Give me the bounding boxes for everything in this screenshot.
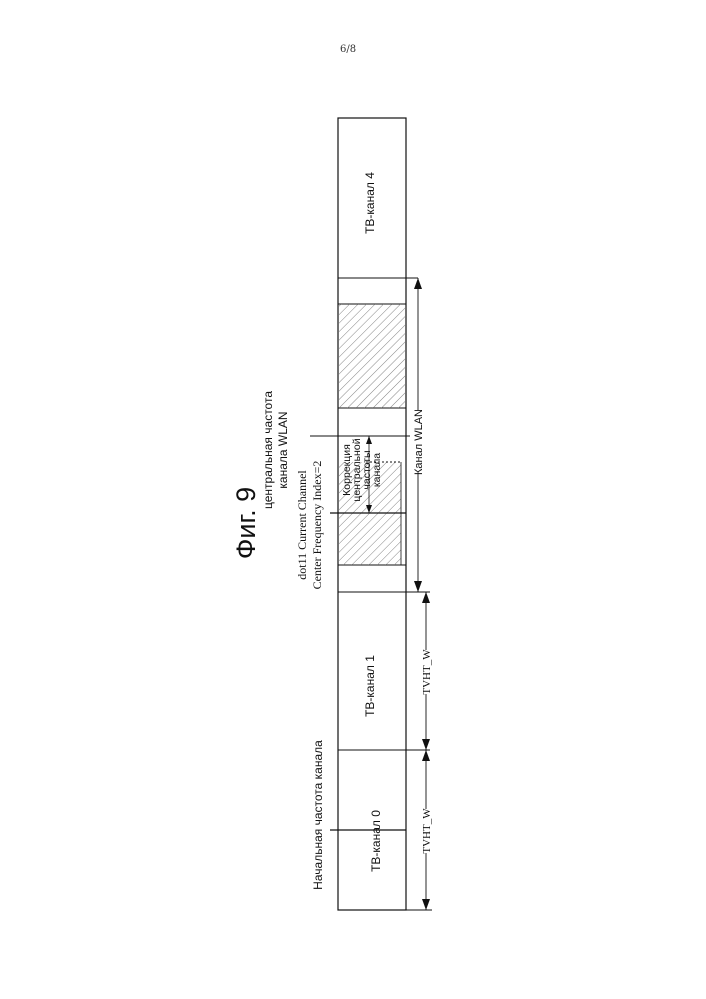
figure-title: Фиг. 9 <box>231 487 261 559</box>
arrowhead <box>414 581 422 592</box>
wlan-center-label-line2: канала WLAN <box>276 411 290 488</box>
arrowhead <box>414 278 422 289</box>
arrowhead <box>366 436 372 444</box>
tvht-label-2: TVHT_W <box>421 808 433 854</box>
hatched-region-upper <box>339 304 405 408</box>
arrowhead <box>422 592 430 603</box>
start-frequency-label: Начальная частота канала <box>311 740 325 890</box>
dot11-label-line1: dot11 Current Channel <box>295 470 309 580</box>
wlan-center-label-line1: центральная частота <box>261 391 275 509</box>
dot11-label-line2: Center Frequency Index=2 <box>310 461 324 590</box>
arrowhead <box>422 739 430 750</box>
wlan-channel-label: Канал WLAN <box>413 409 425 475</box>
arrowhead <box>422 899 430 910</box>
correction-label-line4: канала <box>371 453 383 487</box>
arrowhead <box>422 750 430 761</box>
tv-channel-1-label: ТВ-канал 1 <box>363 655 377 717</box>
tvht-label-1: TVHT_W <box>421 649 433 695</box>
tv-channel-4-label: ТВ-канал 4 <box>363 172 377 234</box>
tv-channel-0-label: ТВ-канал 0 <box>369 810 383 872</box>
